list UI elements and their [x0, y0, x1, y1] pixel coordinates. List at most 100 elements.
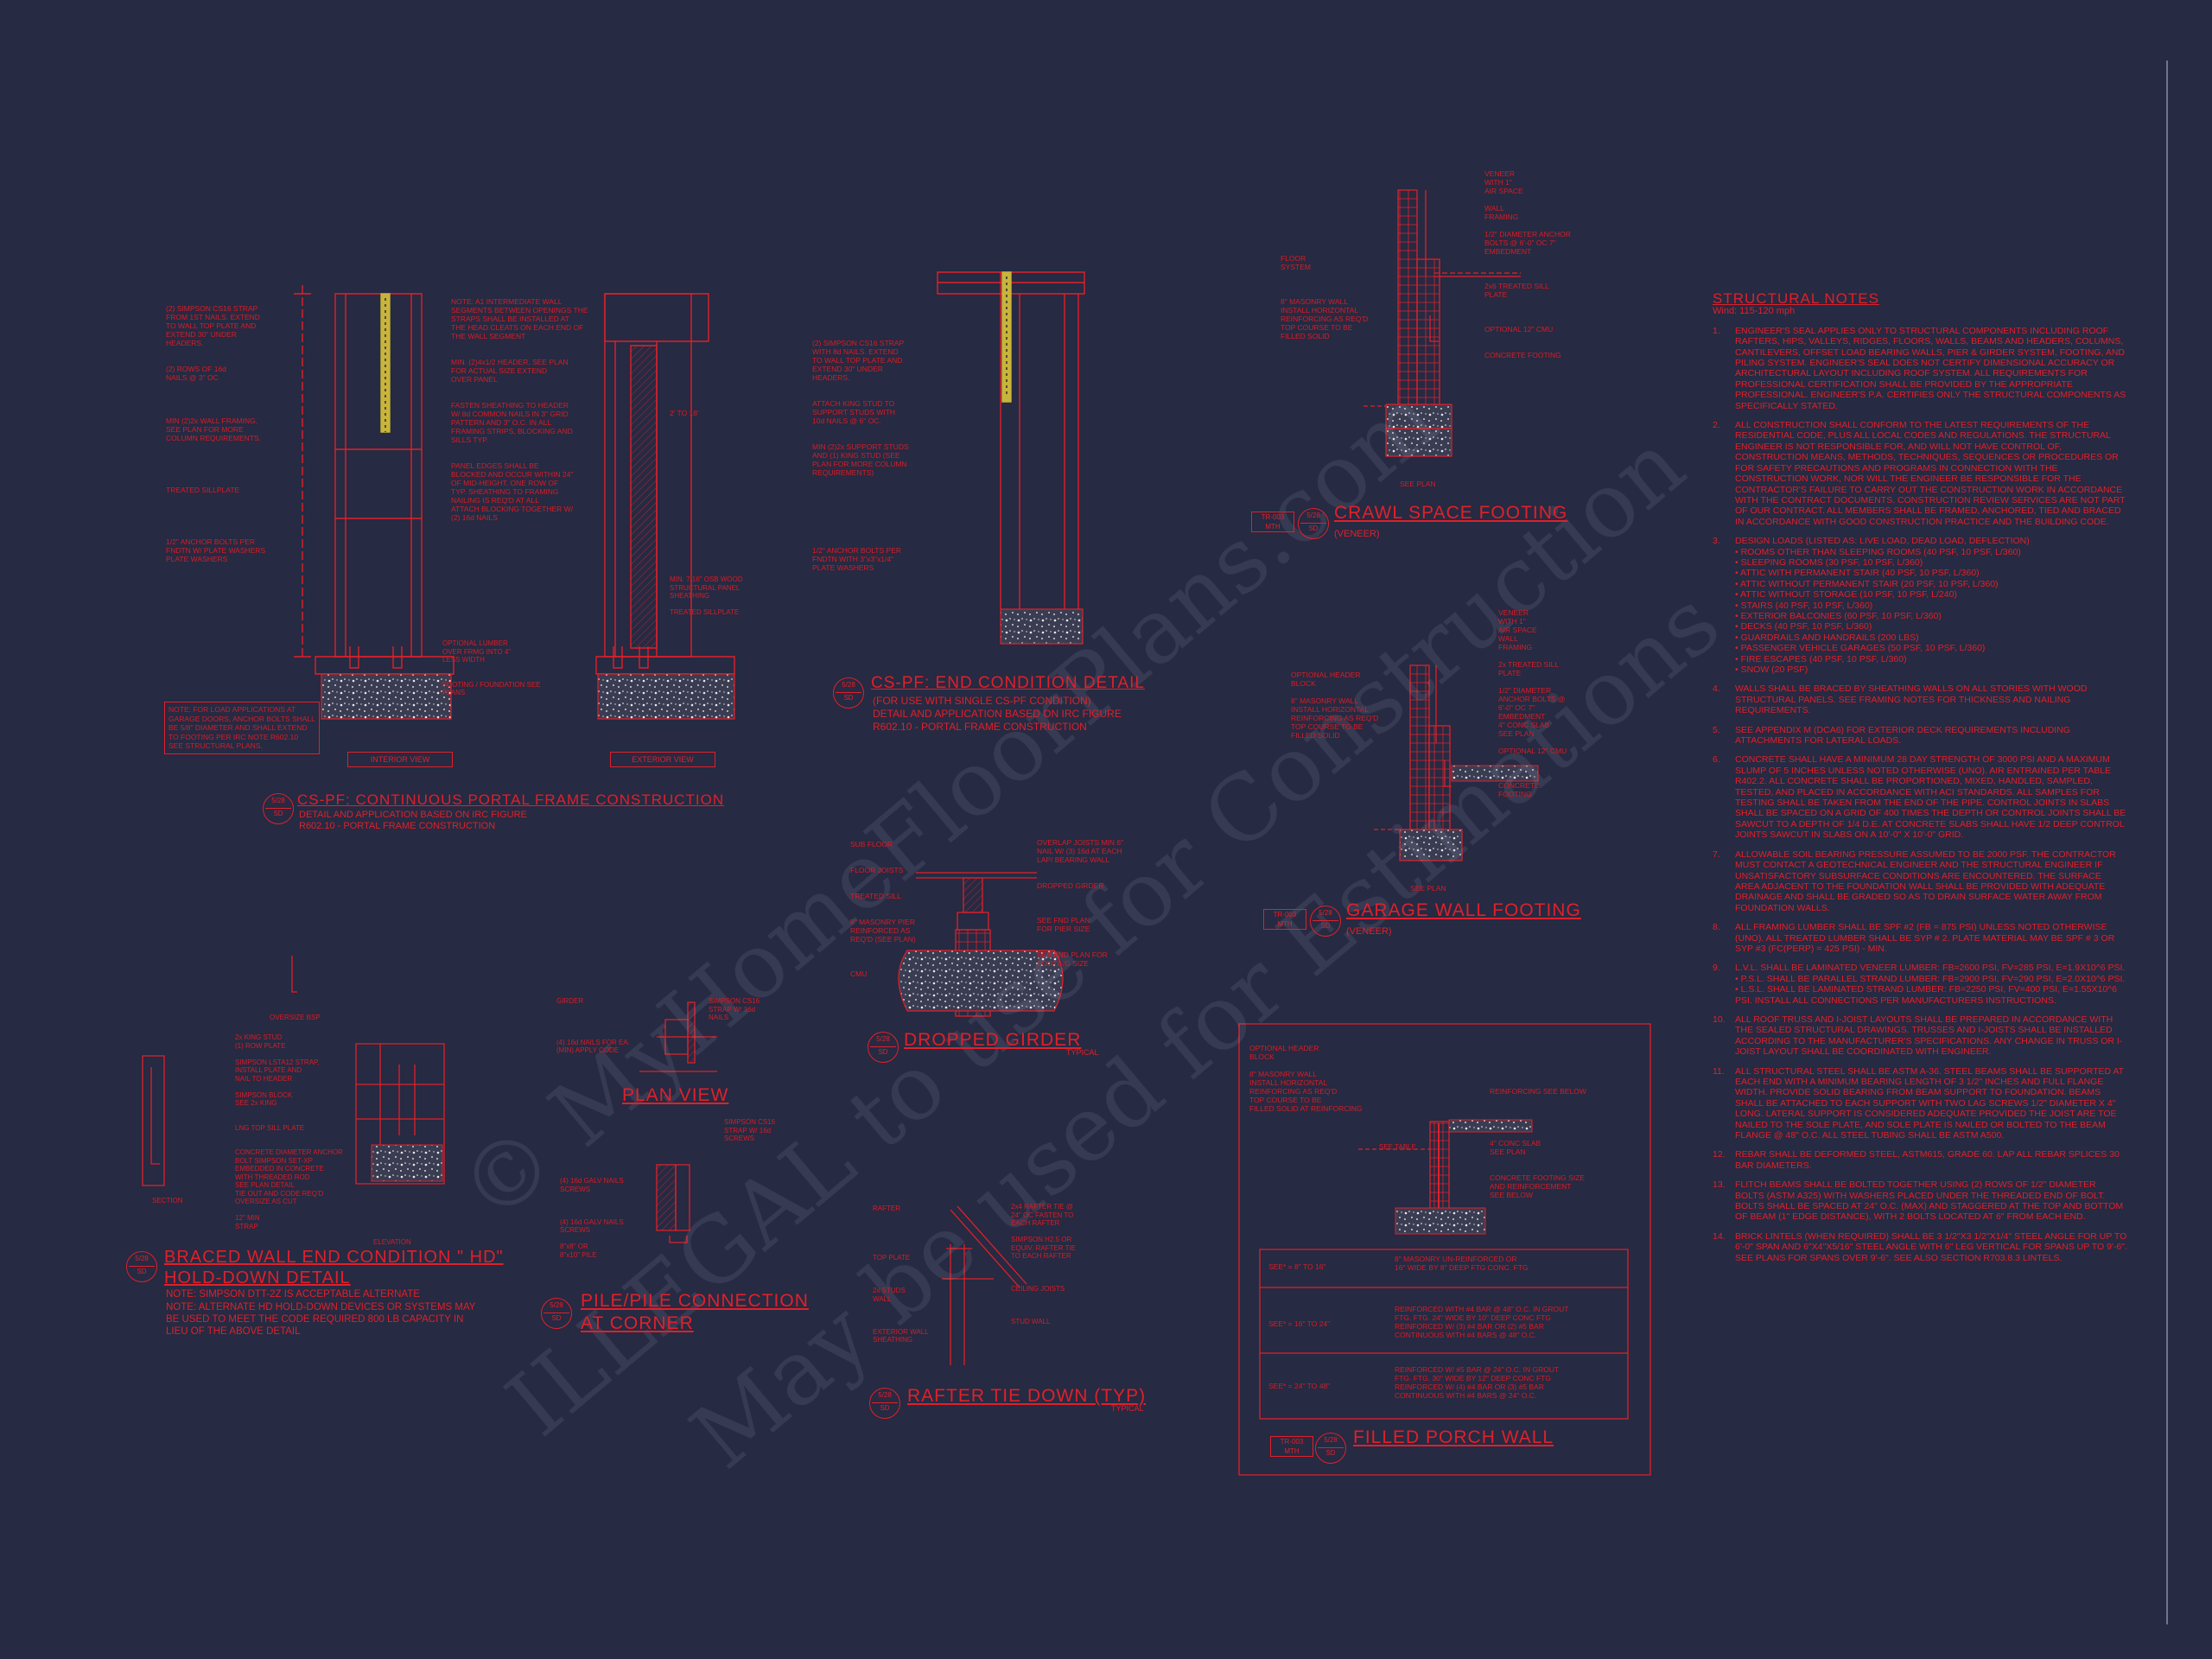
porch-row-1-range: SEE* = 8" TO 16" — [1268, 1262, 1326, 1271]
structural-note-text: BRICK LINTELS (WHEN REQUIRED) SHALL BE 3… — [1735, 1230, 2127, 1263]
structural-note-text: ALL FRAMING LUMBER SHALL BE SPF #2 (Fb =… — [1735, 922, 2115, 954]
dropped-girder-callouts-left: SUB FLOOR FLOOR JOISTS TREATED SILL 8" M… — [850, 840, 916, 978]
porch-callouts-right: REINFORCING SEE BELOW 4" CONC SLAB SEE P… — [1490, 1087, 1586, 1199]
structural-note-text: SEE APPENDIX M (DCA6) FOR EXTERIOR DECK … — [1735, 724, 2070, 747]
braced-note-3: BE USED TO MEET THE CODE REQUIRED 800 LB… — [166, 1314, 464, 1325]
structural-note-item: 1.ENGINEER'S SEAL APPLIES ONLY TO STRUCT… — [1713, 326, 2127, 411]
structural-note-list-item: • P.S.L. SHALL BE PARALLEL STRAND LUMBER… — [1735, 973, 2126, 984]
structural-note-item: 5.SEE APPENDIX M (DCA6) FOR EXTERIOR DEC… — [1713, 725, 2127, 747]
portal-callouts-mid: NOTE: A1 INTERMEDIATE WALL SEGMENTS BETW… — [451, 297, 588, 522]
structural-note-list-item: • ATTIC WITH PERMANENT STAIR (40 PSF, 10… — [1735, 568, 1980, 579]
structural-note-text: FLITCH BEAMS SHALL BE BOLTED TOGETHER US… — [1735, 1179, 2124, 1223]
structural-note-item: 9.L.V.L. SHALL BE LAMINATED VENEER LUMBE… — [1713, 963, 2127, 1006]
structural-note-item: 3.DESIGN LOADS (LISTED AS: LIVE LOAD, DE… — [1713, 536, 2127, 675]
braced-label-section: SECTION — [152, 1197, 183, 1205]
rafter-tie-drawing — [942, 1206, 1027, 1365]
dropped-girder-sub: TYPICAL — [1066, 1048, 1099, 1057]
portal-dimension: 2' TO 18' — [670, 409, 699, 417]
portal-callouts-left: (2) SIMPSON CS16 STRAP FROM 1ST NAILS. E… — [166, 304, 266, 563]
structural-note-item: 6.CONCRETE SHALL HAVE A MINIMUM 28 DAY S… — [1713, 754, 2127, 840]
plan-view-callouts-right: SIMPSON CS16 STRAP W/ 16d NAILS — [709, 997, 760, 1021]
structural-note-list-item: • PASSENGER VEHICLE GARAGES (50 PSF, 10 … — [1735, 643, 1986, 654]
structural-note-item: 10.ALL ROOF TRUSS AND I-JOIST LAYOUTS SH… — [1713, 1014, 2127, 1058]
crawl-see-plan: SEE PLAN — [1400, 480, 1436, 488]
garage-title: GARAGE WALL FOOTING — [1346, 900, 1581, 920]
portal-note-box: NOTE: FOR LOAD APPLICATIONS AT GARAGE DO… — [164, 702, 320, 754]
portal-sub-1: DETAIL AND APPLICATION BASED ON IRC FIGU… — [299, 810, 527, 820]
structural-note-number: 12. — [1713, 1149, 1726, 1160]
pile-connection-drawing — [657, 1165, 690, 1243]
crawl-title: CRAWL SPACE FOOTING — [1334, 503, 1568, 523]
structural-note-item: 11.ALL STRUCTURAL STEEL SHALL BE ASTM A-… — [1713, 1066, 2127, 1141]
structural-note-number: 9. — [1713, 963, 1720, 974]
structural-notes-title: STRUCTURAL NOTES — [1713, 290, 1879, 307]
portal-exterior-view-label: EXTERIOR VIEW — [610, 752, 715, 767]
garage-sub: (VENEER) — [1346, 926, 1392, 937]
plan-view-drawing — [639, 1002, 717, 1071]
structural-note-list-item: • EXTERIOR BALCONIES (60 PSF, 10 PSF, L/… — [1735, 610, 1942, 621]
porch-row-2-range: SEE* = 16" TO 24" — [1268, 1319, 1331, 1328]
portal-callouts-right: OPTIONAL LUMBER OVER FRMG INTO 4" LESS W… — [442, 639, 541, 696]
structural-note-number: 11. — [1713, 1065, 1725, 1077]
structural-note-list-item: • SNOW (20 PSF) — [1735, 664, 1808, 675]
structural-note-number: 13. — [1713, 1179, 1726, 1191]
crawl-callouts-left: FLOOR SYSTEM 8" MASONRY WALL INSTALL HOR… — [1281, 254, 1369, 340]
structural-note-text: WALLS SHALL BE BRACED BY SHEATHING WALLS… — [1735, 683, 2088, 716]
structural-note-list-item: • L.S.L. SHALL BE LAMINATED STRAND LUMBE… — [1735, 984, 2117, 1006]
end-condition-title: CS-PF: END CONDITION DETAIL — [871, 674, 1145, 692]
plan-view-callouts: GIRDER (4) 16d NAILS FOR EA. (MIN) APPLY… — [556, 997, 630, 1054]
braced-label-elevation: ELEVATION — [373, 1238, 411, 1246]
braced-title-1: BRACED WALL END CONDITION " HD" — [164, 1248, 504, 1267]
rafter-callouts-right: 2x4 RAFTER TIE @ 24" OC FASTEN TO EACH R… — [1011, 1203, 1077, 1325]
end-condition-drawing — [938, 272, 1084, 635]
portal-sub-2: R602.10 - PORTAL FRAME CONSTRUCTION — [299, 821, 496, 831]
structural-note-number: 7. — [1713, 849, 1720, 860]
structural-notes: STRUCTURAL NOTES Wind: 115-120 mph 1.ENG… — [1713, 290, 2127, 1263]
rafter-sub: TYPICAL — [1111, 1404, 1144, 1413]
braced-note-4: LIEU OF THE ABOVE DETAIL — [166, 1326, 301, 1337]
pile-title-1: PILE/PILE CONNECTION — [581, 1291, 809, 1311]
portal-interior-view-label: INTERIOR VIEW — [347, 752, 453, 767]
dropped-girder-callouts-right: OVERLAP JOISTS MIN 6" NAIL W/ (3) 16d AT… — [1037, 838, 1124, 968]
structural-note-item: 2. ALL CONSTRUCTION SHALL CONFORM TO THE … — [1713, 420, 2127, 527]
structural-note-number: 2. — [1713, 420, 1720, 431]
braced-label-small: OVERSIZE BSP — [270, 1014, 321, 1021]
structural-note-number: 6. — [1713, 754, 1720, 766]
structural-note-list-item: • GUARDRAILS AND HANDRAILS (200 LBS) — [1735, 632, 1919, 643]
crawl-callouts-right: VENEER WITH 1" AIR SPACE WALL FRAMING 1/… — [1484, 169, 1571, 359]
pile-callouts-right: SIMPSON CS16 STRAP W/ 16d SCREWS — [724, 1118, 776, 1142]
rafter-title: RAFTER TIE DOWN (TYP) — [907, 1386, 1147, 1406]
structural-note-text: DESIGN LOADS (LISTED AS: LIVE LOAD, DEAD… — [1735, 536, 2030, 547]
structural-note-text: ALL CONSTRUCTION SHALL CONFORM TO THE LA… — [1735, 420, 2126, 527]
structural-note-number: 4. — [1713, 683, 1720, 695]
pile-title-2: AT CORNER — [581, 1313, 694, 1333]
structural-note-item: 7.ALLOWABLE SOIL BEARING PRESSURE ASSUME… — [1713, 849, 2127, 913]
portal-exterior-drawing — [596, 294, 734, 674]
rafter-callouts-left: RAFTER TOP PLATE 2x STUDS WALL EXTERIOR … — [873, 1205, 929, 1344]
structural-notes-list: 1.ENGINEER'S SEAL APPLIES ONLY TO STRUCT… — [1713, 326, 2127, 1263]
porch-title: FILLED PORCH WALL — [1353, 1427, 1554, 1447]
portal-title: CS-PF: CONTINUOUS PORTAL FRAME CONSTRUCT… — [297, 791, 725, 808]
porch-dim-side: SEE TABLE — [1379, 1143, 1416, 1151]
structural-note-item: 13. FLITCH BEAMS SHALL BE BOLTED TOGETHER… — [1713, 1179, 2127, 1223]
structural-note-text: REBAR SHALL BE DEFORMED STEEL, ASTM615, … — [1735, 1149, 2120, 1171]
structural-notes-wind: Wind: 115-120 mph — [1713, 306, 1796, 317]
plan-view-title: PLAN VIEW — [622, 1085, 729, 1105]
structural-note-number: 1. — [1713, 325, 1720, 336]
structural-note-item: 14. BRICK LINTELS (WHEN REQUIRED) SHALL B… — [1713, 1231, 2127, 1263]
structural-note-list-item: • STAIRS (40 PSF, 10 PSF, L/360) — [1735, 600, 1873, 611]
structural-note-list-item: • SLEEPING ROOMS (30 PSF, 10 PSF, L/360) — [1735, 556, 1923, 568]
structural-note-number: 10. — [1713, 1014, 1726, 1025]
braced-note-1: NOTE: SIMPSON DTT-2Z IS ACCEPTABLE ALTER… — [166, 1289, 420, 1300]
structural-note-number: 14. — [1713, 1230, 1726, 1242]
structural-note-list-item: • FIRE ESCAPES (40 PSF, 10 PSF, L/360) — [1735, 653, 1907, 664]
crawl-footing-drawing — [1363, 190, 1521, 406]
structural-note-list-item: • DECKS (40 PSF, 10 PSF, L/360) — [1735, 621, 1872, 632]
